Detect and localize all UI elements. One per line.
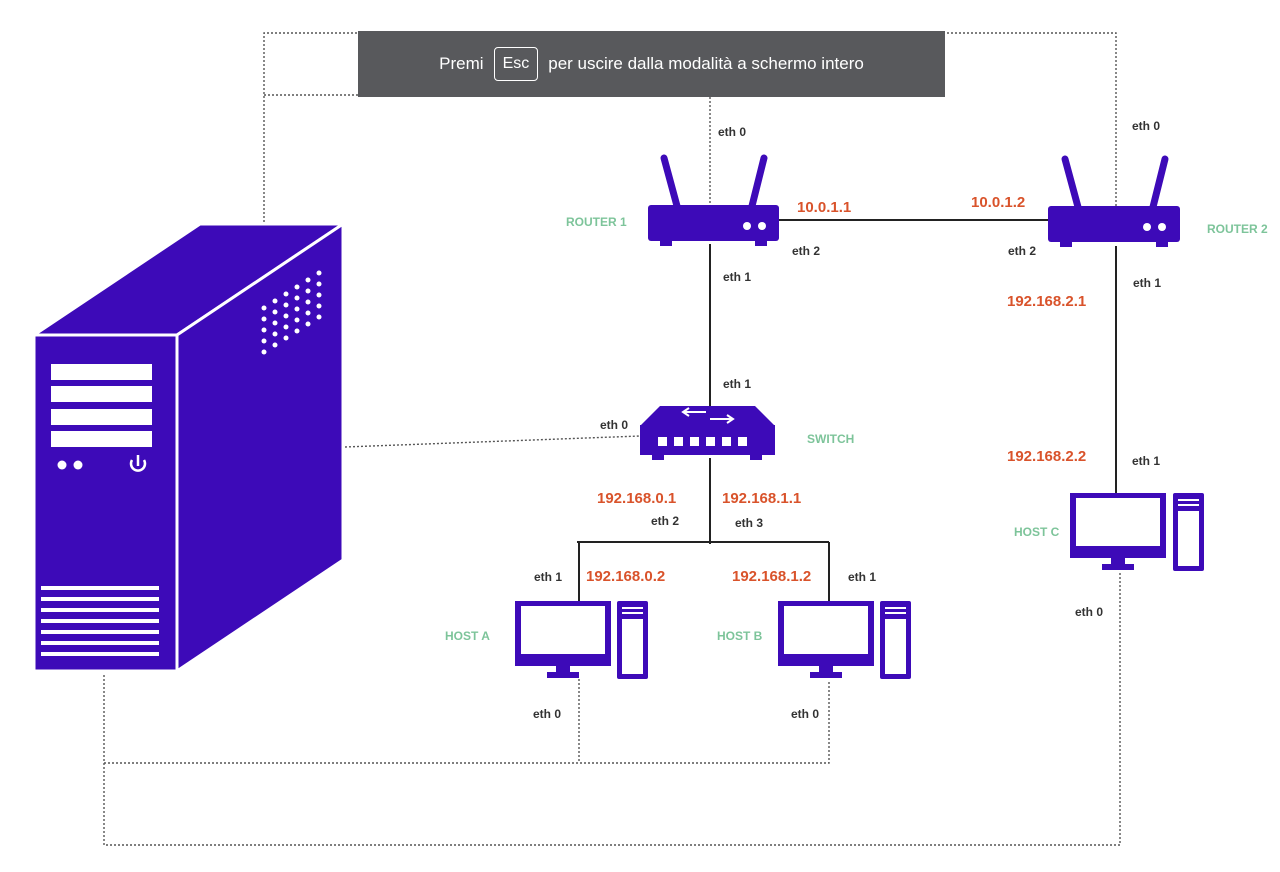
router-2-eth0-label: eth 0 [1132, 119, 1160, 133]
switch-eth2-label: eth 2 [651, 514, 679, 528]
esc-key-hint: Esc [493, 47, 539, 81]
host-b-eth1-label: eth 1 [848, 570, 876, 584]
host-c-eth1-label: eth 1 [1132, 454, 1160, 468]
router-2-icon [1048, 155, 1180, 247]
link-switch-hosts [577, 458, 830, 602]
host-b-label: HOST B [717, 629, 763, 643]
router-1-eth1-label: eth 1 [723, 270, 751, 284]
host-c-computer-icon [1070, 493, 1204, 571]
switch-eth3-ip: 192.168.1.1 [722, 490, 801, 507]
host-c-eth0-label: eth 0 [1075, 605, 1103, 619]
router-2-eth2-label: eth 2 [1008, 244, 1036, 258]
switch-icon [640, 406, 775, 460]
switch-eth0-label: eth 0 [600, 418, 628, 432]
switch-label: SWITCH [807, 432, 854, 446]
router-2-label: ROUTER 2 [1207, 222, 1268, 236]
mgmt-link-hosts [103, 675, 830, 764]
host-b-eth1-ip: 192.168.1.2 [732, 568, 811, 585]
host-b-eth0-label: eth 0 [791, 707, 819, 721]
router-1-eth2-label: eth 2 [792, 244, 820, 258]
mgmt-link-router1-eth0 [264, 94, 711, 203]
host-a-eth1-label: eth 1 [534, 570, 562, 584]
server-tower-icon [29, 221, 348, 674]
host-a-label: HOST A [445, 629, 490, 643]
router-1-eth2-ip: 10.0.1.1 [797, 199, 851, 216]
host-c-eth1-ip: 192.168.2.2 [1007, 448, 1086, 465]
router-2-eth2-ip: 10.0.1.2 [971, 194, 1025, 211]
router-1-label: ROUTER 1 [566, 215, 627, 229]
router-2-eth1-label: eth 1 [1133, 276, 1161, 290]
toast-text-before: Premi [439, 54, 484, 73]
fullscreen-exit-toast: Premi Esc per uscire dalla modalità a sc… [358, 31, 945, 97]
switch-eth1-label: eth 1 [723, 377, 751, 391]
switch-eth2-ip: 192.168.0.1 [597, 490, 676, 507]
router-1-eth0-label: eth 0 [718, 125, 746, 139]
router-2-eth1-ip: 192.168.2.1 [1007, 293, 1086, 310]
toast-text-after: per uscire dalla modalità a schermo inte… [548, 54, 864, 73]
router-1-icon [648, 154, 779, 246]
host-c-label: HOST C [1014, 525, 1060, 539]
host-a-eth0-label: eth 0 [533, 707, 561, 721]
mgmt-link-router1 [263, 32, 1117, 222]
switch-eth3-label: eth 3 [735, 516, 763, 530]
host-b-computer-icon [778, 601, 911, 679]
mgmt-link-switch [344, 435, 641, 448]
host-a-eth1-ip: 192.168.0.2 [586, 568, 665, 585]
host-a-computer-icon [515, 601, 648, 679]
mgmt-link-host-c [103, 572, 1121, 846]
